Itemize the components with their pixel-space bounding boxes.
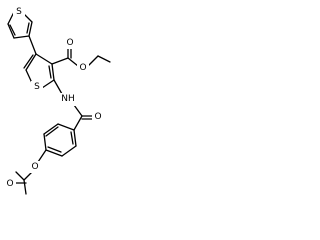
bond: [53, 79, 63, 95]
bond: [43, 133, 47, 151]
bond: [61, 145, 77, 157]
bond: [41, 79, 55, 89]
bond: [73, 115, 83, 131]
bond: [23, 171, 33, 181]
nitrogen-atom-label: NH: [61, 94, 75, 104]
oxygen-atom-label: O: [6, 179, 13, 189]
bond: [70, 131, 74, 145]
bond: [28, 35, 37, 55]
bond: [51, 63, 55, 81]
bond: [15, 171, 25, 181]
oxygen-atom-label: O: [66, 38, 73, 48]
bond: [23, 54, 34, 69]
bond: [57, 123, 75, 131]
sulfur-atom-label: S: [16, 7, 22, 17]
chemical-structure: S S O O NH O O O: [4, 6, 111, 195]
bond: [45, 149, 63, 157]
bond: [28, 21, 33, 37]
bond: [35, 53, 53, 65]
bond: [67, 57, 79, 67]
bond: [25, 69, 33, 84]
bond: [45, 126, 59, 137]
oxygen-atom-label: O: [94, 112, 101, 122]
bond: [23, 13, 33, 23]
bond: [47, 146, 62, 153]
sulfur-atom-label: S: [34, 82, 40, 92]
bond: [51, 57, 69, 65]
oxygen-atom-label: O: [31, 162, 38, 172]
bond: [23, 179, 27, 195]
bond: [48, 65, 52, 79]
oxygen-atom-label: O: [79, 63, 86, 73]
bond: [25, 53, 37, 71]
bond: [13, 35, 30, 39]
bond: [87, 55, 99, 67]
bond: [9, 24, 16, 36]
bond: [7, 23, 15, 39]
bond: [73, 104, 83, 117]
atom-labels: S S O O NH O O O: [4, 6, 104, 190]
bond: [37, 149, 47, 163]
bond: [26, 22, 30, 34]
bond: [43, 123, 59, 135]
bond: [73, 129, 77, 147]
bond: [97, 55, 111, 63]
